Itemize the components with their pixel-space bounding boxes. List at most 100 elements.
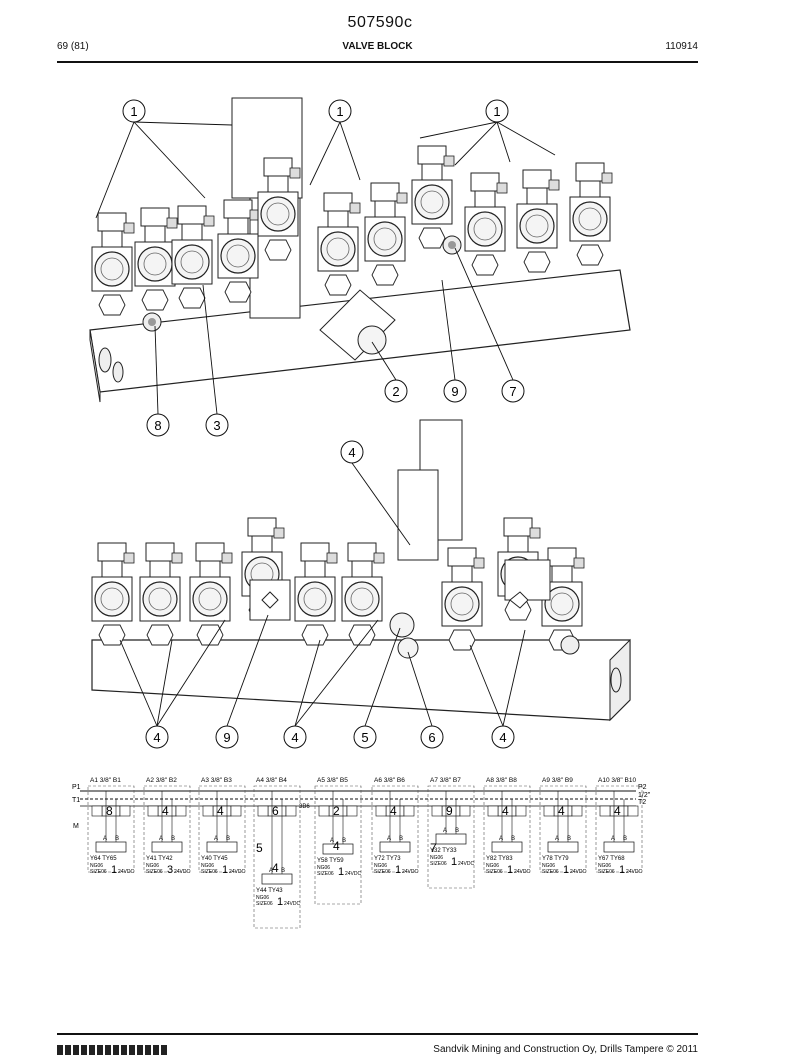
section-ports-label: A5 3/8" B5 [317,777,348,784]
callout-1b: 1 [328,99,352,123]
callout-3: 3 [205,413,229,437]
port-b-label: B [567,836,571,842]
size-label-2: SIZE06 [90,869,107,875]
svg-text:1: 1 [130,104,137,119]
port-a-label: A [387,836,391,842]
section-ports-label: A1 3/8" B1 [90,777,121,784]
footer-company: Sandvik Mining and Construction Oy, Dril… [433,1044,698,1055]
callout-6: 6 [420,725,444,749]
section-callout: 6 [272,804,279,818]
svg-text:2: 2 [392,384,399,399]
port-a-label: A [214,836,218,842]
section-ports-label: A8 3/8" B8 [486,777,517,784]
svg-text:9: 9 [223,730,230,745]
section-callout: 4 [558,804,565,818]
callout-5: 5 [353,725,377,749]
voltage-label: 24VDC [402,869,419,875]
callout-7: 7 [501,379,525,403]
size-label: NG06 [90,863,103,869]
sandvik-logo [57,1045,169,1055]
port-b-label: B [342,838,346,844]
voltage-label: 24VDC [284,901,301,907]
size-label: NG06 [256,895,269,901]
size-label-2: SIZE06 [317,871,334,877]
section-callout-3: 4 [333,839,340,853]
svg-text:4: 4 [291,730,298,745]
figure-2-leaders [119,462,526,727]
port-a-label: A [499,836,503,842]
coil-labels: Y82 TY83 [486,856,513,862]
port-p2: P2 [638,784,647,791]
section-callout-3: 4 [272,861,279,875]
coil-labels: Y67 TY68 [598,856,625,862]
port-a-label: A [443,828,447,834]
svg-text:4: 4 [348,445,355,460]
figure-2-drawing [91,419,631,722]
port-size: 1/2" [638,792,651,799]
voltage-label: 24VDC [229,869,246,875]
extra-port-label: 3B6 [299,804,310,810]
size-label: NG06 [374,863,387,869]
figure-1-drawing [89,97,631,403]
section-id: 1 [277,896,283,908]
size-label: NG06 [542,863,555,869]
section-callout: 4 [162,804,169,818]
voltage-label: 24VDC [570,869,587,875]
callout-4-top: 4 [340,440,364,464]
section-id: 1 [619,864,625,876]
port-b-label: B [171,836,175,842]
coil-labels: Y72 TY73 [374,856,401,862]
voltage-label: 24VDC [174,869,191,875]
callout-4a: 4 [145,725,169,749]
svg-text:1: 1 [336,104,343,119]
header-row: 69 (81) VALVE BLOCK 110914 [57,41,698,55]
section-ports-label: A2 3/8" B2 [146,777,177,784]
section-callout: 4 [390,804,397,818]
port-a-label: A [159,836,163,842]
svg-text:8: 8 [154,418,161,433]
port-b-label: B [281,868,285,874]
voltage-label: 24VDC [118,869,135,875]
section-ports-label: A9 3/8" B9 [542,777,573,784]
coil-labels: Y44 TY43 [256,888,283,894]
size-label-2: SIZE06 [598,869,615,875]
section-id: 1 [111,864,117,876]
section-ports-label: A7 3/8" B7 [430,777,461,784]
page-title: VALVE BLOCK [342,41,413,52]
section-ports-label: A10 3/8" B10 [598,777,636,784]
document-number: 507590c [347,14,413,31]
section-id: 3 [167,864,173,876]
section-callout: 4 [217,804,224,818]
figure-2-callouts: 4 4 9 4 5 6 4 [145,440,515,749]
voltage-label: 24VDC [458,861,475,867]
size-label: NG06 [430,855,443,861]
port-a-label: A [555,836,559,842]
port-a-label: A [269,868,273,874]
section-ports-label: A3 3/8" B3 [201,777,232,784]
document-code: 110914 [665,41,698,52]
svg-text:1: 1 [493,104,500,119]
svg-text:6: 6 [428,730,435,745]
svg-text:9: 9 [451,384,458,399]
svg-text:3: 3 [213,418,220,433]
size-label-2: SIZE06 [146,869,163,875]
section-id: 1 [507,864,513,876]
callout-1a: 1 [122,99,146,123]
port-m: M [73,823,79,830]
port-b-label: B [226,836,230,842]
section-ports-label: A4 3/8" B4 [256,777,287,784]
port-b-label: B [455,828,459,834]
port-t1: T1 [72,797,80,804]
size-label: NG06 [486,863,499,869]
